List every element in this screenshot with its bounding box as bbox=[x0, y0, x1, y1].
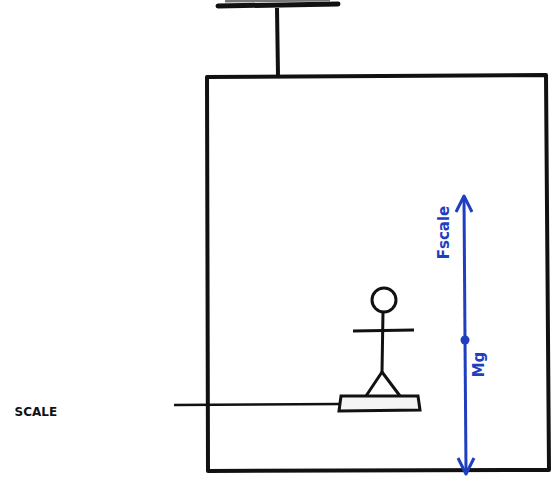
force-arrow-down bbox=[465, 340, 466, 470]
elevator-car bbox=[207, 75, 549, 471]
force-origin-dot bbox=[461, 336, 470, 345]
force-label: Fscale bbox=[437, 205, 452, 259]
figure-legs bbox=[366, 372, 400, 396]
ceiling-beam-shade bbox=[225, 0, 330, 1]
ceiling-beam bbox=[218, 4, 338, 6]
scale-label: SCALE bbox=[15, 406, 58, 418]
figure-head bbox=[372, 288, 396, 312]
arrowhead-down bbox=[458, 458, 474, 474]
force-arrow-up bbox=[464, 198, 465, 340]
force-label: Mg bbox=[472, 351, 487, 377]
figure-body bbox=[382, 312, 383, 372]
arrowhead-up bbox=[456, 196, 472, 212]
cable bbox=[277, 8, 278, 76]
leader-line bbox=[174, 404, 340, 405]
figure-arms bbox=[353, 330, 414, 331]
scale-platform bbox=[339, 396, 420, 411]
